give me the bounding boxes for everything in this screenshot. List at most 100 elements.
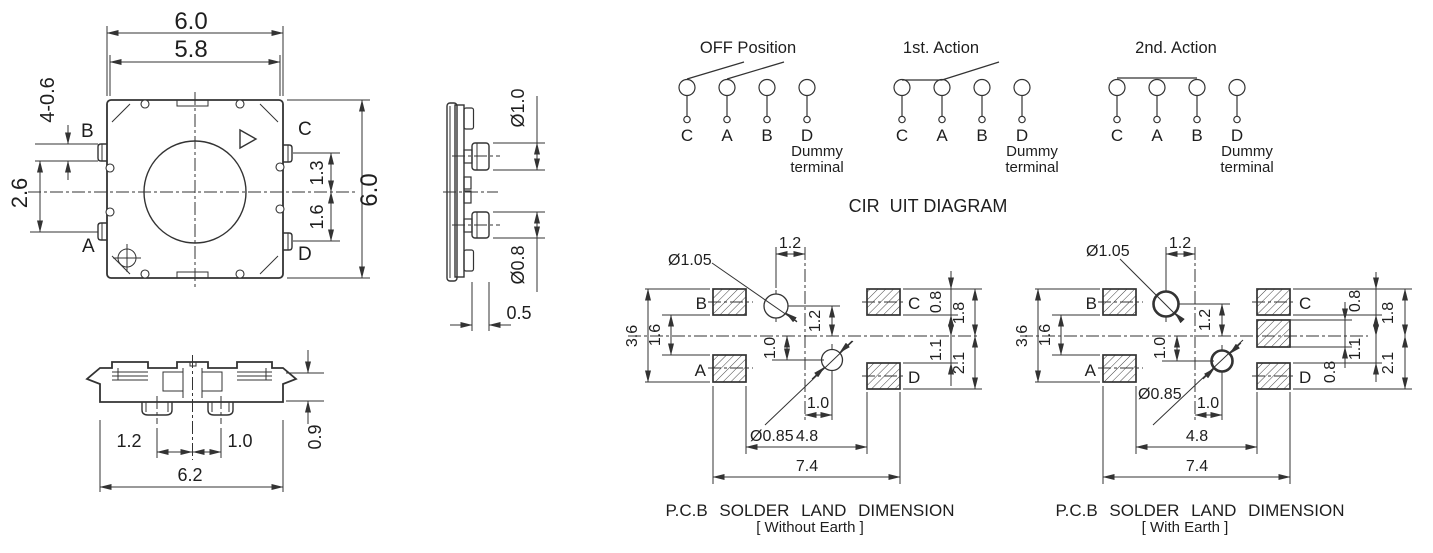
terminal-label-c: C bbox=[298, 119, 312, 140]
dummy-terminal-note: Dummy bbox=[1006, 143, 1058, 160]
hole-bottom bbox=[820, 348, 844, 372]
circuit-state-off: OFF Position C A B D Dummy terminal bbox=[678, 39, 844, 176]
dim-offset: 0.5 bbox=[506, 303, 531, 323]
orientation-triangle bbox=[239, 128, 258, 150]
pad-label-d: D bbox=[908, 368, 920, 387]
dim-terminal-pitch: 2.6 bbox=[7, 178, 32, 209]
dim-top: 1.2 bbox=[779, 235, 801, 252]
circuit-state-title: 2nd. Action bbox=[1135, 39, 1217, 57]
dim-hole-bottom: Ø0.85 bbox=[1138, 386, 1182, 403]
circuit-diagram: OFF Position C A B D Dummy terminal 1st.… bbox=[678, 39, 1274, 216]
centerlines bbox=[1020, 247, 1368, 420]
centerlines bbox=[28, 92, 355, 290]
pole-label: A bbox=[936, 126, 948, 145]
pcb-caption: P.C.B SOLDER LAND DIMENSION bbox=[666, 501, 955, 520]
pcb-subcaption: [ With Earth ] bbox=[1142, 519, 1229, 536]
dim-hole-top: Ø1.05 bbox=[668, 252, 712, 269]
dim-right-lower: 2.1 bbox=[1380, 352, 1397, 374]
pole-label: D bbox=[1231, 126, 1243, 145]
dim-terminal-width: 4-0.6 bbox=[37, 77, 59, 123]
solder-pads bbox=[712, 288, 901, 390]
earth-mark bbox=[113, 244, 141, 272]
circuit-diagram-caption: CIR UIT DIAGRAM bbox=[849, 196, 1008, 216]
switch-poles bbox=[678, 78, 816, 124]
dim-right-upper: 1.8 bbox=[1380, 302, 1397, 324]
side-dimension-lines bbox=[450, 96, 545, 331]
dim-span-inner: 4.8 bbox=[1186, 428, 1208, 445]
dim-right-leg: 1.0 bbox=[227, 431, 252, 451]
dim-left-outer: 3.6 bbox=[1014, 325, 1031, 347]
pole-label: B bbox=[1191, 126, 1202, 145]
hole-top bbox=[1152, 290, 1180, 318]
top-view: 6.0 5.8 6.0 4-0.6 2.6 1.3 1.6 B A C D bbox=[7, 8, 383, 290]
dim-left-inner: 1.6 bbox=[647, 324, 664, 346]
circuit-state-1st: 1st. Action C A B D Dummy terminal bbox=[893, 39, 1059, 176]
top-notch bbox=[176, 100, 209, 107]
circuit-state-title: 1st. Action bbox=[903, 39, 979, 57]
dim-right-pad: 0.8 bbox=[1347, 290, 1364, 312]
pole-label: D bbox=[1016, 126, 1028, 145]
pcb-without-earth: B A C D Ø1.05 Ø0.85 1.2 1.2 1.0 1.0 3.6 … bbox=[624, 235, 982, 536]
front-inner-detail bbox=[112, 362, 272, 398]
dim-v-upper: 1.2 bbox=[1197, 309, 1214, 331]
dim-right-pad: 0.8 bbox=[928, 291, 945, 313]
circuit-state-2nd: 2nd. Action C A B D Dummy terminal bbox=[1108, 39, 1274, 176]
pole-label: C bbox=[1111, 126, 1123, 145]
dim-upper-offset: 1.3 bbox=[307, 160, 327, 185]
dimension-lines bbox=[30, 26, 370, 279]
dim-top: 1.2 bbox=[1169, 235, 1191, 252]
dim-v-lower: 1.0 bbox=[762, 337, 779, 359]
pole-label: C bbox=[896, 126, 908, 145]
switch-poles bbox=[893, 78, 1031, 124]
front-dimension-lines bbox=[99, 350, 324, 492]
front-centerlines bbox=[156, 355, 222, 460]
dim-lower-offset: 1.6 bbox=[307, 204, 327, 229]
dummy-terminal-note: Dummy bbox=[1221, 143, 1273, 160]
pad-label-c: C bbox=[1299, 294, 1311, 313]
dim-width-inner: 5.8 bbox=[174, 36, 207, 63]
dim-left-inner: 1.6 bbox=[1037, 324, 1054, 346]
dummy-terminal-note: terminal bbox=[1220, 159, 1273, 176]
dim-hole-top: Ø1.05 bbox=[1086, 243, 1130, 260]
side-centerlines bbox=[443, 155, 500, 226]
dim-width-outer: 6.0 bbox=[174, 8, 207, 35]
dim-earth-pad: 0.8 bbox=[1322, 361, 1339, 383]
pcb-with-earth: B A C D Ø1.05 Ø0.85 1.2 1.2 1.0 1.0 3.6 … bbox=[1014, 235, 1412, 536]
dim-hole-top: Ø1.0 bbox=[508, 88, 528, 127]
terminal-label-d: D bbox=[298, 244, 312, 265]
dim-hole-bottom: Ø0.8 bbox=[508, 245, 528, 284]
dim-left-outer: 3.6 bbox=[624, 325, 641, 347]
dim-span-outer: 7.4 bbox=[796, 458, 818, 475]
hole-bottom bbox=[1210, 349, 1234, 373]
terminal-label-b: B bbox=[81, 121, 94, 142]
solder-pad-earth bbox=[1256, 319, 1291, 348]
pad-label-b: B bbox=[1086, 294, 1097, 313]
dummy-terminal-note: terminal bbox=[790, 159, 843, 176]
switch-poles bbox=[1108, 78, 1246, 124]
pad-label-d: D bbox=[1299, 368, 1311, 387]
pad-label-b: B bbox=[696, 294, 707, 313]
dim-right-gap: 1.1 bbox=[1347, 338, 1364, 360]
pcb-caption: P.C.B SOLDER LAND DIMENSION bbox=[1056, 501, 1345, 520]
pole-label: A bbox=[1151, 126, 1163, 145]
pole-label: B bbox=[976, 126, 987, 145]
pcb-subcaption: [ Without Earth ] bbox=[756, 519, 864, 536]
terminal-stubs bbox=[97, 143, 293, 251]
bottom-notch bbox=[176, 271, 209, 278]
front-view: 1.2 1.0 6.2 0.9 bbox=[85, 350, 325, 492]
dim-span-outer: 7.4 bbox=[1186, 458, 1208, 475]
dim-front-height: 0.9 bbox=[305, 424, 325, 449]
dim-left-leg: 1.2 bbox=[116, 431, 141, 451]
terminal-label-a: A bbox=[82, 236, 95, 257]
circuit-state-title: OFF Position bbox=[700, 39, 796, 57]
dim-v-upper: 1.2 bbox=[807, 310, 824, 332]
pad-label-a: A bbox=[695, 361, 707, 380]
dim-h-bottom: 1.0 bbox=[1197, 395, 1219, 412]
dim-front-width: 6.2 bbox=[177, 465, 202, 485]
pad-label-a: A bbox=[1085, 361, 1097, 380]
dim-hole-bottom: Ø0.85 bbox=[750, 428, 794, 445]
dummy-terminal-note: terminal bbox=[1005, 159, 1058, 176]
dim-h-bottom: 1.0 bbox=[807, 395, 829, 412]
